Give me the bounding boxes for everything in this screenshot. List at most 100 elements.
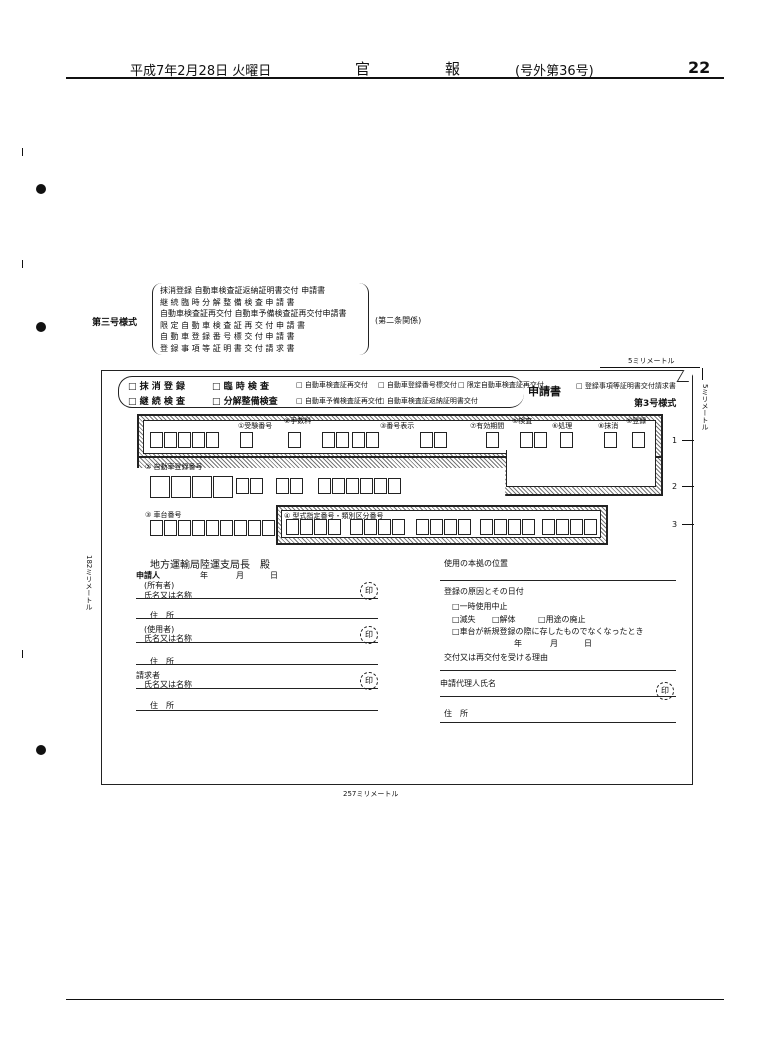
binding-hole-mark xyxy=(36,745,46,755)
type-code-cells[interactable] xyxy=(480,519,536,535)
fee-type-cells[interactable] xyxy=(288,432,302,448)
applicant-label: 申請人 xyxy=(136,571,160,580)
header-date: 平成7年2月28日 火曜日 xyxy=(130,64,272,79)
option-checkbox[interactable]: □一時使用中止 xyxy=(452,602,508,611)
validity-cells[interactable] xyxy=(486,432,500,448)
form-number-label: 第三号様式 xyxy=(92,318,138,328)
ledger-cells[interactable] xyxy=(420,432,448,448)
reissue-reason-field[interactable] xyxy=(440,670,676,671)
reg-number-cells[interactable] xyxy=(276,478,304,494)
option-label: 用途の廃止 xyxy=(545,615,586,624)
agent-address-field[interactable] xyxy=(440,722,676,723)
checkbox-group-frame xyxy=(118,376,524,408)
fee-cells[interactable] xyxy=(240,432,254,448)
margin-tick xyxy=(682,440,694,441)
type-code-cells[interactable] xyxy=(416,519,472,535)
type-code-label: ④ 型式指定番号・類別区分番号 xyxy=(284,512,384,520)
option-checkbox[interactable]: □車台が新規登録の際に存したものでなくなったとき xyxy=(452,627,644,636)
option-label: 滅失 xyxy=(459,615,476,624)
dimension-top: 5ミリメートル xyxy=(628,357,675,365)
seal-icon: 印 xyxy=(656,682,674,700)
margin-tick xyxy=(22,148,23,156)
date-label-day: 日 xyxy=(270,571,278,580)
checkbox-option[interactable]: □ 限定自動車検査証再交付 xyxy=(458,381,544,389)
inspection-cells[interactable] xyxy=(520,432,548,448)
section-label: ⑥処理 xyxy=(552,422,573,430)
process-cells[interactable] xyxy=(560,432,574,448)
reg-number-cells[interactable] xyxy=(318,478,346,494)
section-label: ⑤検査 xyxy=(512,417,533,425)
date-label-month: 月 xyxy=(550,639,558,648)
dimension-width: 257ミリメートル xyxy=(340,789,402,799)
section-label: ⑦有効期間 xyxy=(470,422,505,430)
form-number-inner: 第3号様式 xyxy=(634,399,677,409)
entry-band-inner-right xyxy=(506,450,656,487)
checkbox-option[interactable]: □ 自動車検査証再交付 xyxy=(296,381,368,389)
option-checkbox[interactable]: □解体 xyxy=(492,615,516,624)
reg-number-cells[interactable] xyxy=(346,478,402,494)
claimant-address-label: 住 所 xyxy=(150,701,174,710)
agent-address-label: 住 所 xyxy=(444,709,468,718)
number-display-cells[interactable] xyxy=(322,432,350,448)
checkbox-label: 限定自動車検査証再交付 xyxy=(466,381,544,389)
margin-tick xyxy=(22,650,23,658)
section-label: ⑨登録 xyxy=(626,417,647,425)
checkbox-option[interactable]: □ 登録事項等証明書交付請求書 xyxy=(576,382,676,390)
checkbox-option[interactable]: □ 自動車検査証返納証明書交付 xyxy=(378,397,478,405)
form-title-line: 自動車検査証再交付 自動車予備検査証再交付申請書 xyxy=(160,309,347,318)
checkbox-option[interactable]: □ 抹 消 登 録 xyxy=(128,382,186,392)
reg-number-cells[interactable] xyxy=(236,478,264,494)
margin-tick xyxy=(682,524,694,525)
location-field[interactable] xyxy=(440,580,676,581)
header-publication: 官 報 xyxy=(355,60,491,78)
owner-label: (所有者) xyxy=(144,581,175,590)
checkbox-option[interactable]: □ 自動車登録番号標交付 xyxy=(378,381,457,389)
chassis-cells[interactable] xyxy=(150,520,276,536)
location-label: 使用の本拠の位置 xyxy=(444,559,508,568)
user-name-field[interactable] xyxy=(136,642,378,643)
type-code-cells[interactable] xyxy=(286,519,342,535)
seal-icon: 印 xyxy=(360,672,378,690)
claimant-name-field[interactable] xyxy=(136,688,378,689)
checkbox-label: 抹 消 登 録 xyxy=(139,382,186,392)
checkbox-label: 自動車予備検査証再交付 xyxy=(304,397,382,405)
cancel-cells[interactable] xyxy=(604,432,618,448)
form-frame xyxy=(101,370,693,785)
section-label: ⑧抹消 xyxy=(598,422,619,430)
number-display-cells[interactable] xyxy=(352,432,380,448)
header-page-number: 22 xyxy=(688,58,711,77)
form-title-lines: 抹消登録 自動車検査証返納証明書交付 申請書 継 続 臨 時 分 解 整 備 検… xyxy=(160,285,347,354)
form-title-line: 抹消登録 自動車検査証返納証明書交付 申請書 xyxy=(160,286,326,295)
binding-hole-mark xyxy=(36,322,46,332)
user-address-field[interactable] xyxy=(136,664,378,665)
user-label: (使用者) xyxy=(144,625,175,634)
claimant-address-field[interactable] xyxy=(136,710,378,711)
checkbox-label: 自動車登録番号標交付 xyxy=(386,381,457,389)
owner-name-label: 氏名又は名称 xyxy=(144,591,192,600)
option-checkbox[interactable]: □用途の廃止 xyxy=(538,615,586,624)
exam-number-cells[interactable] xyxy=(150,432,220,448)
checkbox-option[interactable]: □ 臨 時 検 査 xyxy=(212,382,270,392)
owner-address-field[interactable] xyxy=(136,618,378,619)
agent-name-field[interactable] xyxy=(440,696,676,697)
reg-number-cells[interactable] xyxy=(150,476,234,498)
addressee: 地方運輸局陸運支局長 殿 xyxy=(150,560,270,571)
agent-name-label: 申請代理人氏名 xyxy=(440,679,496,688)
owner-name-field[interactable] xyxy=(136,598,378,599)
form-title-line: 限 定 自 動 車 検 査 証 再 交 付 申 請 書 xyxy=(160,320,306,330)
form-title-bracket xyxy=(152,283,369,355)
option-label: 一時使用中止 xyxy=(459,602,508,611)
registration-cells[interactable] xyxy=(632,432,646,448)
date-label-month: 月 xyxy=(236,571,244,580)
option-checkbox[interactable]: □滅失 xyxy=(452,615,476,624)
checkbox-option[interactable]: □ 分解整備検査 xyxy=(212,397,278,407)
checkbox-option[interactable]: □ 自動車予備検査証再交付 xyxy=(296,397,382,405)
type-code-cells[interactable] xyxy=(542,519,598,535)
margin-number: 2 xyxy=(672,482,678,491)
margin-number: 1 xyxy=(672,436,678,445)
user-name-label: 氏名又は名称 xyxy=(144,634,192,643)
checkbox-option[interactable]: □ 継 続 検 査 xyxy=(128,397,186,407)
type-code-cells[interactable] xyxy=(350,519,406,535)
form-title-line: 継 続 臨 時 分 解 整 備 検 査 申 請 書 xyxy=(160,297,295,307)
dimension-right: 5ミリメートル xyxy=(701,384,709,431)
